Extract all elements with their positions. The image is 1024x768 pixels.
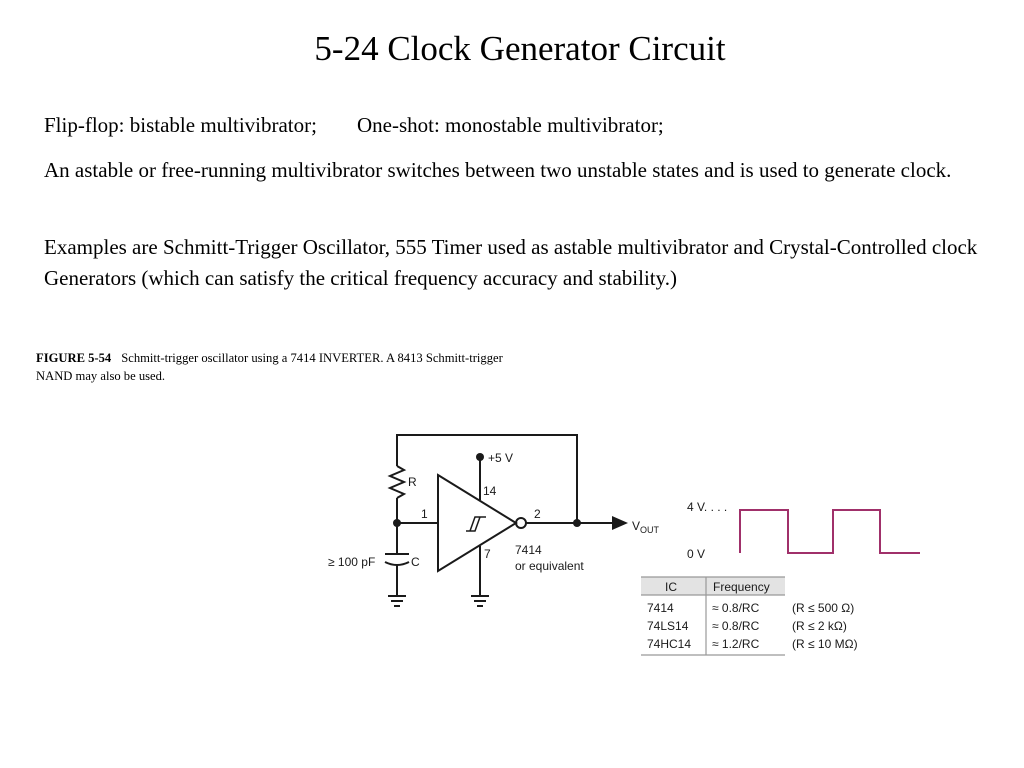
paragraph-examples: Examples are Schmitt-Trigger Oscillator,… (44, 235, 978, 290)
table-cell-condition: (R ≤ 10 MΩ) (792, 637, 858, 651)
oneshot-definition: One-shot: monostable multivibrator; (356, 113, 664, 137)
hysteresis-symbol (466, 516, 486, 532)
slide-title: 5-24 Clock Generator Circuit (314, 29, 726, 68)
figure-caption-text: Schmitt-trigger oscillator using a 7414 … (36, 351, 503, 383)
capacitor-value-label: ≥ 100 pF (328, 555, 375, 569)
paragraph-astable: An astable or free-running multivibrator… (44, 158, 952, 182)
clock-waveform: 4 V. . . . 0 V (687, 500, 920, 561)
table-cell-frequency: ≈ 0.8/RC (712, 619, 760, 633)
output-arrow (612, 516, 628, 530)
table-cell-ic: 74LS14 (647, 619, 689, 633)
resistor-label: R (408, 475, 417, 489)
table-cell-frequency: ≈ 1.2/RC (712, 637, 760, 651)
feedback-wire (396, 434, 578, 523)
figure-id: FIGURE 5-54 (36, 351, 112, 365)
chip-note-label: or equivalent (515, 559, 584, 573)
supply-label: +5 V (488, 451, 513, 465)
waveform-low-label: 0 V (687, 547, 705, 561)
chip-label: 7414 (515, 543, 542, 557)
capacitor-label: C (411, 555, 420, 569)
table-cell-condition: (R ≤ 2 kΩ) (792, 619, 847, 633)
table-rules (641, 576, 785, 656)
output-label: VOUT (632, 519, 660, 535)
table-cell-ic: 7414 (647, 601, 674, 615)
ground-symbol-left (388, 595, 406, 607)
table-cell-frequency: ≈ 0.8/RC (712, 601, 760, 615)
input-node-dot (393, 519, 401, 527)
table-header-ic: IC (665, 580, 677, 594)
waveform-high-label: 4 V. . . . (687, 500, 727, 514)
pin-in-label: 1 (421, 507, 428, 521)
waveform-trace (739, 509, 920, 554)
output-node-dot (573, 519, 581, 527)
frequency-table: IC Frequency 7414 ≈ 0.8/RC (R ≤ 500 Ω) 7… (641, 576, 858, 656)
supply-dot (476, 453, 484, 461)
resistor-symbol (387, 465, 407, 499)
table-cell-condition: (R ≤ 500 Ω) (792, 601, 854, 615)
pin-vcc-label: 14 (483, 484, 497, 498)
circuit-schematic (384, 434, 612, 607)
table-header-bg (641, 577, 785, 595)
table-header-frequency: Frequency (713, 580, 770, 594)
paragraph-multivibrator-types: Flip-flop: bistable multivibrator; One-sh… (44, 110, 984, 141)
ground-symbol-chip (471, 595, 489, 607)
input-node-wire (396, 498, 438, 554)
output-label-sub: OUT (640, 525, 660, 535)
capacitor-symbol (384, 553, 410, 566)
pin-out-label: 2 (534, 507, 541, 521)
pin-gnd-label: 7 (484, 547, 491, 561)
output-label-main: V (632, 519, 640, 533)
flipflop-definition: Flip-flop: bistable multivibrator; (44, 113, 317, 137)
table-cell-ic: 74HC14 (647, 637, 691, 651)
schmitt-inverter-body (437, 473, 518, 573)
